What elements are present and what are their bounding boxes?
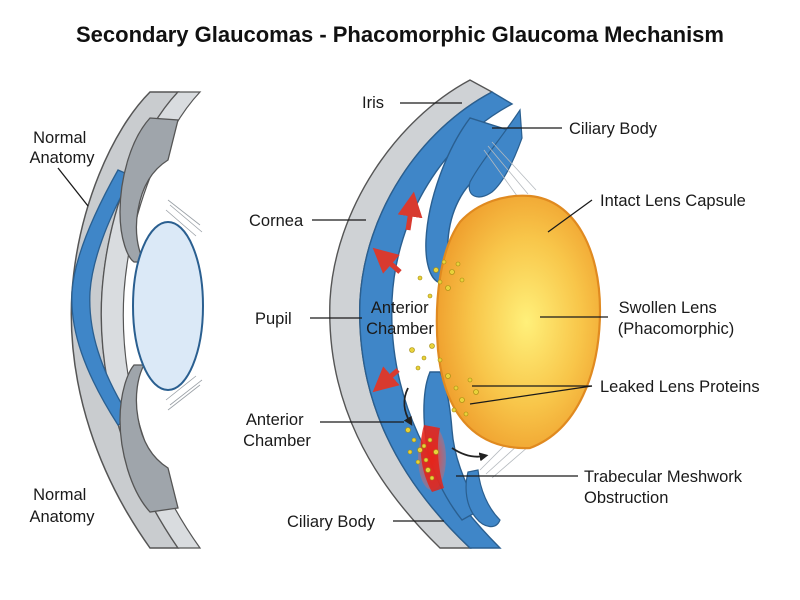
label-anterior-chamber-center: Anterior Chamber [366, 299, 434, 338]
label-swollen-lens: Swollen Lens (Phacomorphic) [618, 299, 734, 338]
label-ciliary-body-top: Ciliary Body [569, 120, 658, 138]
affected-ciliary-body-upper [468, 108, 523, 198]
label-trabecular-obstruction: Trabecular Meshwork Obstruction [584, 468, 747, 507]
label-anterior-chamber-left: Anterior Chamber [243, 411, 311, 450]
label-normal-anatomy-bottom: Normal Anatomy [29, 486, 95, 526]
leader-lines [57, 102, 608, 522]
label-intact-lens-capsule: Intact Lens Capsule [600, 192, 746, 210]
leaked-protein-dots [405, 259, 479, 481]
swollen-lens [435, 194, 602, 450]
normal-iris-lower [119, 364, 179, 513]
label-ciliary-body-bottom: Ciliary Body [287, 513, 376, 531]
phacomorphic-eye-illustration [329, 79, 602, 549]
blocked-flow-arrows [403, 387, 489, 462]
normal-iris-upper [119, 117, 179, 263]
affected-ciliary-body-lower [465, 469, 501, 528]
normal-eye-illustration [70, 91, 204, 549]
label-leaked-lens-proteins: Leaked Lens Proteins [600, 378, 760, 396]
label-pupil: Pupil [255, 310, 292, 328]
normal-lens [132, 221, 204, 391]
label-normal-anatomy-top: Normal Anatomy [29, 129, 95, 167]
label-iris: Iris [362, 94, 384, 112]
diagram-title: Secondary Glaucomas - Phacomorphic Glauc… [76, 22, 724, 47]
aqueous-flow-arrows [372, 191, 423, 393]
label-cornea: Cornea [249, 212, 304, 230]
